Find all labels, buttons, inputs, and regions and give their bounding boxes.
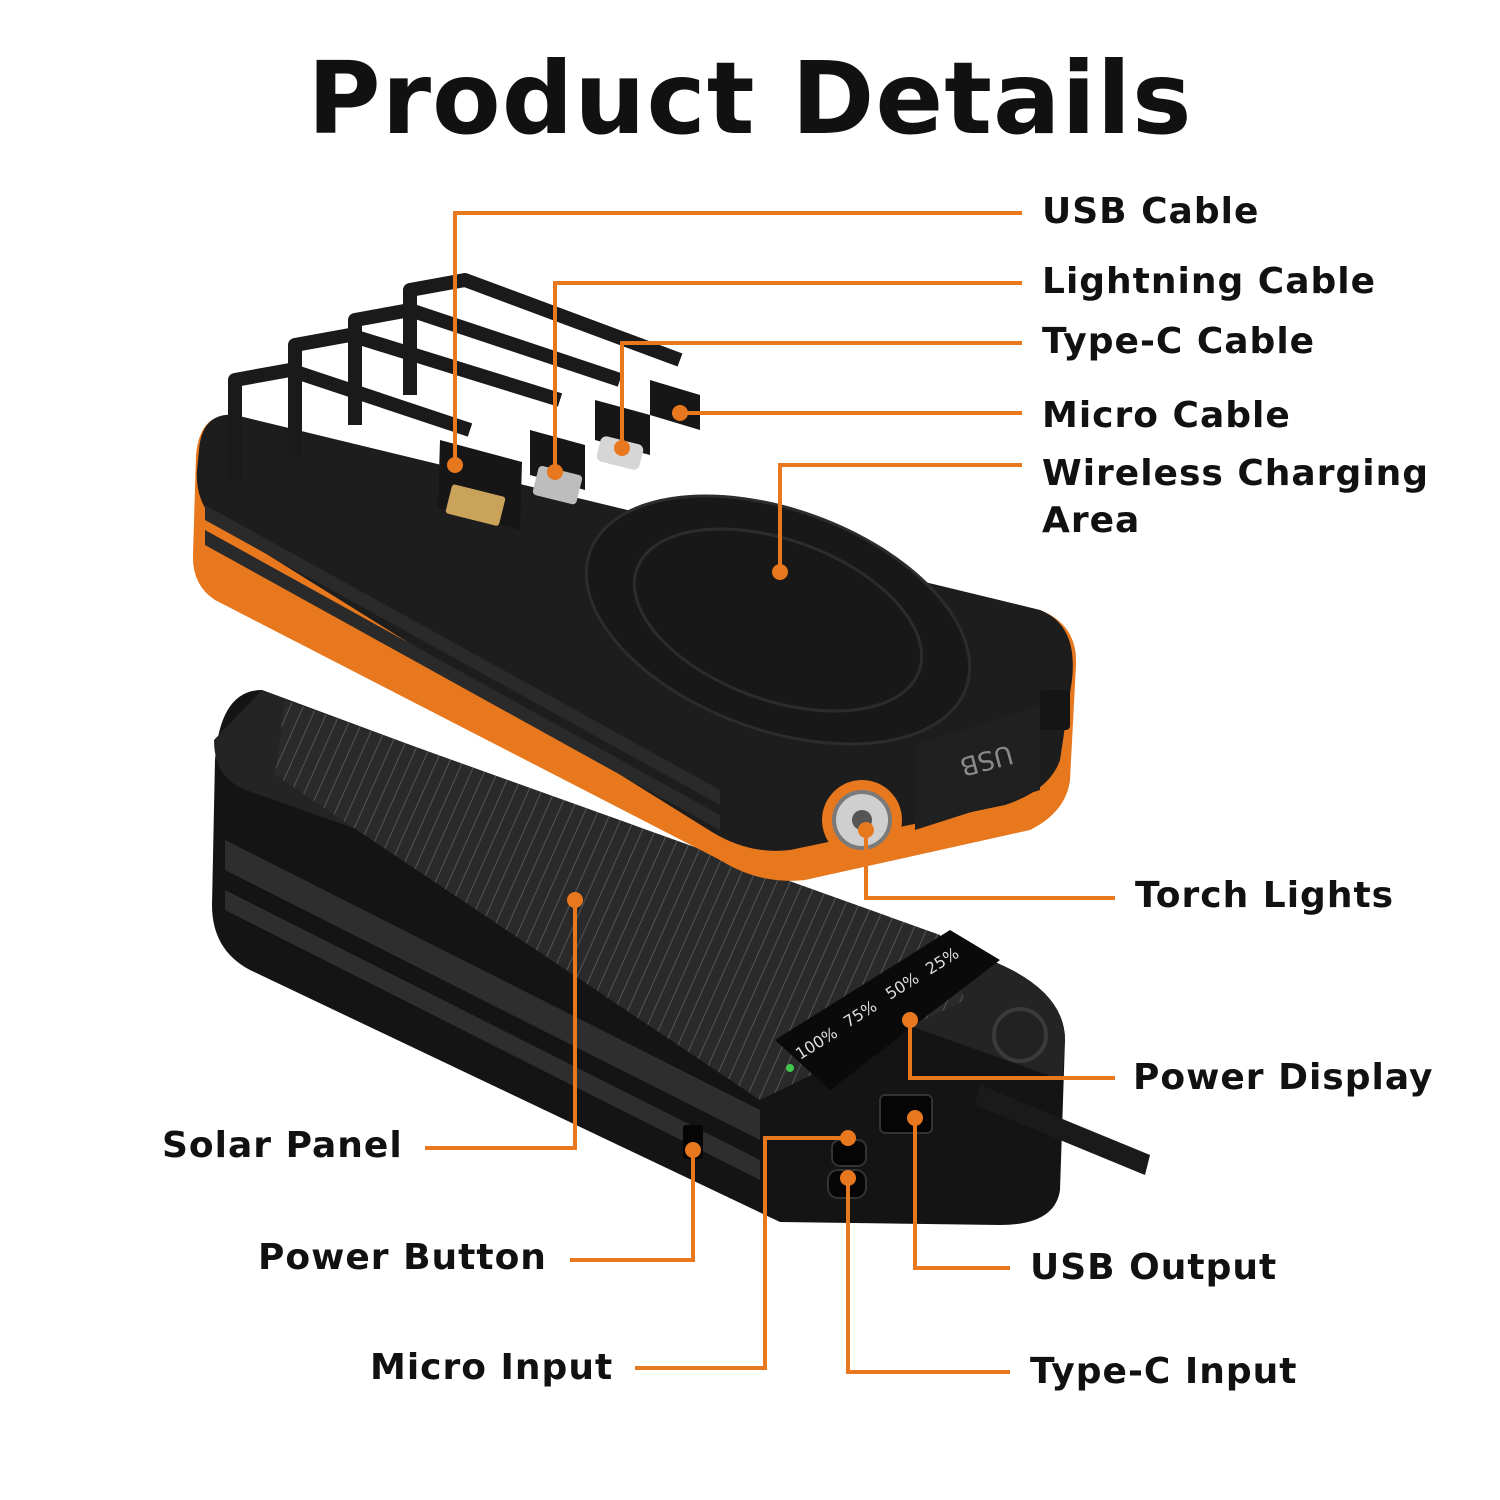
flip-cover xyxy=(975,1085,1150,1175)
lightning-plug xyxy=(532,465,583,505)
bottom-torch xyxy=(992,1007,1048,1063)
dot-usb-cable xyxy=(447,457,463,473)
micro-cable-connector xyxy=(650,380,700,430)
callout-lines xyxy=(425,211,1115,1374)
leader-micro-input xyxy=(635,1136,848,1370)
label-usb-cable: USB Cable xyxy=(1042,191,1260,232)
side-groove xyxy=(225,840,760,1140)
dot-wireless-area xyxy=(772,564,788,580)
usb-plug-contacts xyxy=(445,484,506,526)
label-torch-lights: Torch Lights xyxy=(1135,875,1395,916)
label-lightning-cable: Lightning Cable xyxy=(1042,261,1377,302)
dot-micro-cable xyxy=(672,405,688,421)
leader-typec-input xyxy=(846,1178,1010,1374)
callout-dots xyxy=(447,405,923,1186)
label-usb-output: USB Output xyxy=(1030,1247,1278,1288)
label-wireless-area-line1: Wireless Charging xyxy=(1042,453,1429,494)
leader-wireless-area xyxy=(778,463,1022,572)
dot-typec-cable xyxy=(614,440,630,456)
solar-panel-surface xyxy=(275,700,965,1100)
label-solar-panel: Solar Panel xyxy=(162,1125,403,1166)
dot-torch-lights xyxy=(858,822,874,838)
dot-lightning-cable xyxy=(547,464,563,480)
label-micro-input: Micro Input xyxy=(370,1347,614,1388)
leader-torch-lights xyxy=(864,830,1115,900)
leader-power-button xyxy=(570,1150,695,1262)
leader-power-display xyxy=(908,1020,1115,1080)
dot-power-display xyxy=(902,1012,918,1028)
dot-solar-panel xyxy=(567,892,583,908)
dot-usb-output xyxy=(907,1110,923,1126)
leader-usb-cable xyxy=(453,211,1022,465)
dot-power-button xyxy=(685,1142,701,1158)
wireless-power-bank: USB xyxy=(192,273,1077,881)
usb-output-port xyxy=(879,1094,933,1134)
label-wireless-area-line2: Area xyxy=(1042,500,1141,541)
side-groove xyxy=(225,890,760,1180)
leader-usb-output xyxy=(913,1118,1010,1270)
dot-micro-input xyxy=(840,1130,856,1146)
side-usb-port xyxy=(915,705,1040,830)
display-indicator-led xyxy=(786,1064,794,1072)
leader-solar-panel xyxy=(425,900,577,1150)
wireless-charging-pad xyxy=(584,494,972,746)
label-power-display: Power Display xyxy=(1133,1057,1434,1098)
dot-typec-input xyxy=(840,1170,856,1186)
side-cap xyxy=(1040,690,1070,730)
label-typec-cable: Type-C Cable xyxy=(1042,321,1316,362)
page-title: Product Details xyxy=(307,40,1193,157)
wireless-charging-ring xyxy=(632,527,924,713)
label-typec-input: Type-C Input xyxy=(1030,1351,1298,1392)
leader-lightning-cable xyxy=(553,281,1022,470)
power-display-screen xyxy=(775,930,1000,1090)
side-groove xyxy=(205,505,720,805)
leader-typec-cable xyxy=(620,341,1022,448)
label-micro-cable: Micro Cable xyxy=(1042,395,1291,436)
label-power-button: Power Button xyxy=(258,1237,547,1278)
side-groove xyxy=(205,530,720,830)
